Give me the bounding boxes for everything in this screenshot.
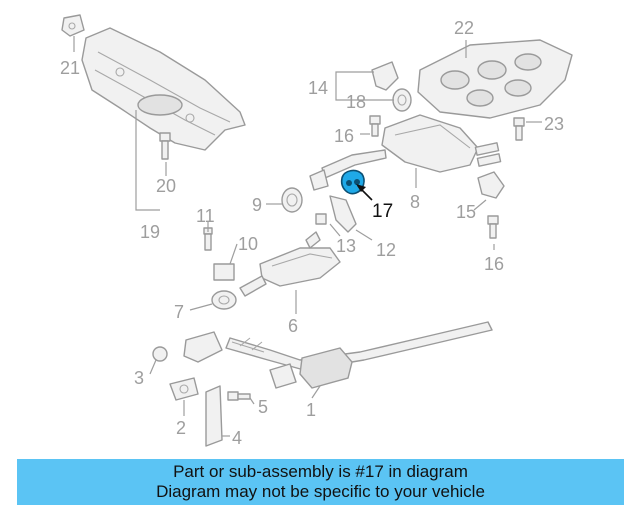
callout-4: 4 bbox=[232, 428, 242, 448]
bolt-part-16-upper bbox=[369, 115, 381, 137]
bolt-part-16-lower bbox=[487, 215, 499, 239]
banner-line-2: Diagram may not be specific to your vehi… bbox=[156, 482, 485, 501]
callout-13: 13 bbox=[336, 236, 356, 256]
clamp-part-7 bbox=[211, 290, 237, 310]
callout-6: 6 bbox=[288, 316, 298, 336]
bolt-part-23 bbox=[513, 117, 525, 141]
callout-16-upper: 16 bbox=[334, 126, 354, 146]
callout-16-lower: 16 bbox=[484, 254, 504, 274]
callout-23: 23 bbox=[544, 114, 564, 134]
center-muffler-part-6 bbox=[239, 231, 341, 297]
rear-muffler-part-8 bbox=[309, 114, 502, 191]
rubber-hanger-part-17 bbox=[340, 169, 365, 195]
bolt-part-13 bbox=[315, 213, 327, 225]
clip-part-21 bbox=[61, 14, 85, 37]
bracket-part-15 bbox=[477, 171, 505, 199]
callout-10: 10 bbox=[238, 234, 258, 254]
callout-9: 9 bbox=[252, 195, 262, 215]
bracket-part-12 bbox=[329, 195, 357, 233]
bolt-part-5 bbox=[227, 391, 251, 401]
callout-20: 20 bbox=[156, 176, 176, 196]
bracket-part-4 bbox=[205, 385, 223, 447]
heat-shield-part-22 bbox=[417, 39, 573, 119]
callout-8: 8 bbox=[410, 192, 420, 212]
callout-2: 2 bbox=[176, 418, 186, 438]
callout-1: 1 bbox=[306, 400, 316, 420]
bolt-part-20 bbox=[159, 132, 171, 160]
gasket-part-3 bbox=[152, 346, 168, 362]
callout-17: 17 bbox=[372, 201, 393, 222]
banner-line-1: Part or sub-assembly is #17 in diagram bbox=[173, 462, 468, 481]
exhaust-system-diagram: 21 19 20 22 14 18 16 23 8 17 15 16 9 13 … bbox=[60, 14, 573, 448]
callout-19: 19 bbox=[140, 222, 160, 242]
callout-5: 5 bbox=[258, 397, 268, 417]
callout-18: 18 bbox=[346, 92, 366, 112]
callout-7: 7 bbox=[174, 302, 184, 322]
bracket-part-14 bbox=[371, 61, 399, 91]
callout-11: 11 bbox=[196, 206, 215, 226]
gasket-part-2 bbox=[169, 377, 199, 401]
callout-3: 3 bbox=[134, 368, 144, 388]
info-banner: Part or sub-assembly is #17 in diagram D… bbox=[17, 459, 624, 505]
heat-shield-part bbox=[81, 27, 246, 151]
callout-21: 21 bbox=[60, 58, 80, 78]
insulator-part-18 bbox=[392, 88, 412, 112]
clamp-part-9 bbox=[281, 187, 303, 213]
callout-12: 12 bbox=[376, 240, 396, 260]
callout-22: 22 bbox=[454, 18, 474, 38]
front-pipe-part-1 bbox=[183, 321, 493, 389]
hanger-part-10 bbox=[213, 263, 235, 281]
callout-14: 14 bbox=[308, 78, 328, 98]
callout-15: 15 bbox=[456, 202, 476, 222]
